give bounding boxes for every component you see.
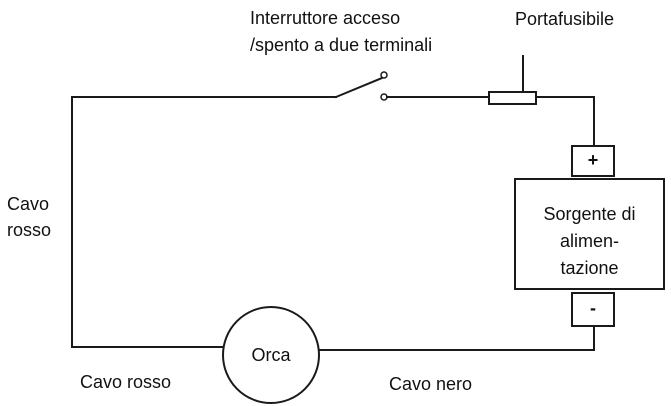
switch-terminal-upper <box>380 71 388 79</box>
fuse-holder-label: Portafusibile <box>515 9 615 29</box>
power-source-box <box>514 178 665 290</box>
negative-terminal-label: - <box>590 298 596 318</box>
power-source-label-line3: tazione <box>560 258 619 278</box>
bottom-left-cable-label: Cavo rosso <box>80 372 172 392</box>
power-source-label-line1: Sorgente di <box>543 204 636 224</box>
switch-label-line1: Interruttore acceso <box>250 8 401 28</box>
left-cable-label-line2: rosso <box>7 220 52 240</box>
positive-terminal <box>571 145 615 177</box>
power-source-label-line2: alimen- <box>559 231 620 251</box>
red-wire-left <box>71 96 337 348</box>
positive-terminal-label: + <box>587 150 599 170</box>
fuse-holder-body <box>488 91 537 105</box>
motor-label: Orca <box>251 345 291 365</box>
negative-terminal <box>571 292 615 327</box>
switch-blade <box>334 76 384 99</box>
switch-label-line2: /spento a due terminali <box>250 35 433 55</box>
bottom-right-cable-label: Cavo nero <box>389 374 473 394</box>
black-wire <box>318 325 595 351</box>
wire-fuse-to-positive <box>535 96 595 147</box>
left-cable-label-line1: Cavo <box>7 194 50 214</box>
motor-circle <box>222 306 320 404</box>
